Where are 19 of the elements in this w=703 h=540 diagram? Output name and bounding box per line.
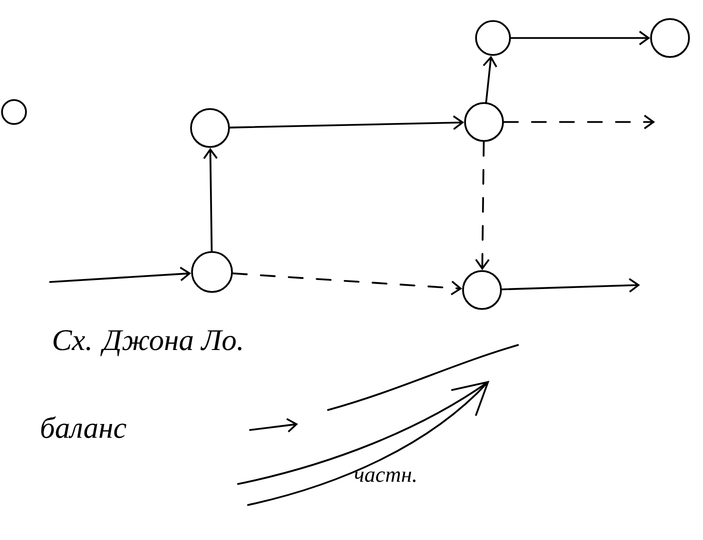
circle-node [475,20,511,56]
circle-node [464,102,504,142]
handwritten-label: Сх. Джона Ло. [54,330,242,356]
circle-node [190,108,230,148]
arrow [501,278,640,293]
arrow [475,141,490,270]
arrow [510,30,650,46]
handwritten-label: баланс [41,416,126,438]
arrow [232,272,462,296]
arrow [229,115,464,130]
circle-node [462,270,502,310]
circle-node [650,18,690,58]
circle-node [191,251,233,293]
arrow [503,114,656,130]
handwritten-label: частн. [354,471,416,482]
circle-node [1,99,27,125]
arrow [482,56,498,104]
arrow [203,148,218,252]
arrow [49,266,192,283]
